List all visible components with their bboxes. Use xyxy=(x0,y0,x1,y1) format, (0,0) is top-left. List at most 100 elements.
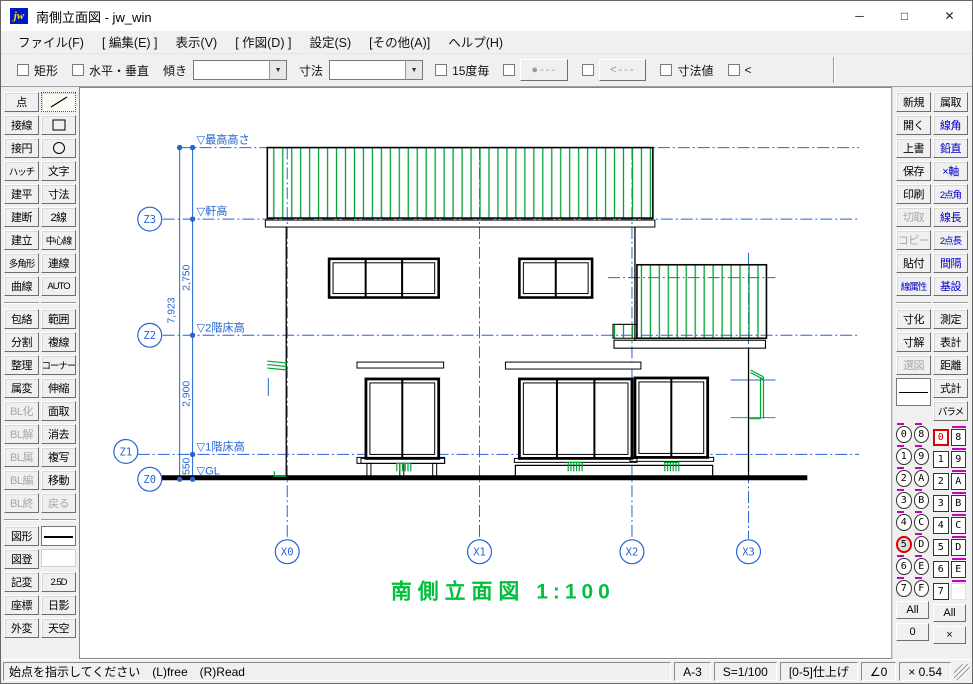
menu-other[interactable]: [その他(A)] xyxy=(369,36,431,50)
btn-formula-calc[interactable]: 式計 xyxy=(933,378,968,398)
tool-line[interactable] xyxy=(41,92,76,112)
tool-kihen[interactable]: 記変 xyxy=(4,572,39,592)
tool-auto[interactable]: AUTO xyxy=(41,276,76,296)
layer-name-cell[interactable]: [0-5]仕上げ xyxy=(779,662,858,681)
group-b[interactable]: B xyxy=(913,489,929,509)
resize-grip[interactable] xyxy=(954,663,970,680)
dimension-combobox[interactable]: ▼ xyxy=(329,60,424,80)
tool-divide[interactable]: 分割 xyxy=(4,332,39,352)
menu-draw[interactable]: [ 作図(D) ] xyxy=(235,36,292,50)
btn-open[interactable]: 開く xyxy=(896,115,931,135)
maximize-button[interactable]: □ xyxy=(900,9,909,23)
menu-file[interactable]: ファイル(F) xyxy=(18,36,84,50)
scale-cell[interactable]: S=1/100 xyxy=(713,662,777,681)
btn-print[interactable]: 印刷 xyxy=(896,184,931,204)
layer-4[interactable]: 4 xyxy=(933,517,949,534)
btn-table-calc[interactable]: 表計 xyxy=(933,332,968,352)
layer-0-selected[interactable]: 0 xyxy=(933,429,949,446)
tool-zutou[interactable]: 図登 xyxy=(4,549,39,569)
btn-line-angle[interactable]: 線角 xyxy=(933,115,968,135)
group-7[interactable]: 7 xyxy=(896,577,912,597)
btn-interval[interactable]: 間隔 xyxy=(933,253,968,273)
layer-3[interactable]: 3 xyxy=(933,495,949,512)
layer-f[interactable] xyxy=(950,580,966,600)
layer-e[interactable]: E xyxy=(950,558,966,578)
tool-rectangle[interactable] xyxy=(41,115,76,135)
dimvalue-checkbox[interactable] xyxy=(660,64,673,76)
group-c[interactable]: C xyxy=(913,511,929,531)
tool-curve[interactable]: 曲線 xyxy=(4,276,39,296)
btn-line-length[interactable]: 線長 xyxy=(933,207,968,227)
rect-checkbox[interactable] xyxy=(17,64,29,76)
group-2[interactable]: 2 xyxy=(896,467,912,487)
btn-dim-dissolve[interactable]: 寸解 xyxy=(896,332,931,352)
layer-5[interactable]: 5 xyxy=(933,539,949,556)
menu-edit[interactable]: [ 編集(E) ] xyxy=(101,36,158,50)
btn-distance[interactable]: 距離 xyxy=(933,355,968,375)
paper-size-cell[interactable]: A-3 xyxy=(674,662,711,681)
layer-6[interactable]: 6 xyxy=(933,561,949,578)
btn-overwrite[interactable]: 上書 xyxy=(896,138,931,158)
horizontal-vertical-checkbox[interactable] xyxy=(72,64,85,76)
btn-paste[interactable]: 貼付 xyxy=(896,253,931,273)
tool-houraku[interactable]: 包絡 xyxy=(4,309,39,329)
layer-all-button[interactable]: All xyxy=(933,604,966,622)
layer-8[interactable]: 8 xyxy=(950,426,966,446)
tool-gaihen[interactable]: 外変 xyxy=(4,618,39,638)
group-4[interactable]: 4 xyxy=(896,511,912,531)
btn-parametric[interactable]: パラメ xyxy=(933,401,968,421)
tool-kenpei[interactable]: 建平 xyxy=(4,184,39,204)
tool-tangent-circle[interactable]: 接円 xyxy=(4,138,39,158)
tool-shadow[interactable]: 日影 xyxy=(41,595,76,615)
group-1[interactable]: 1 xyxy=(896,445,912,465)
group-8[interactable]: 8 xyxy=(913,423,929,443)
group-3[interactable]: 3 xyxy=(896,489,912,509)
tool-circle[interactable] xyxy=(41,138,76,158)
tool-2line[interactable]: 2線 xyxy=(41,207,76,227)
group-a[interactable]: A xyxy=(913,467,929,487)
tool-zukei[interactable]: 図形 xyxy=(4,526,39,546)
linetype-preview[interactable] xyxy=(41,526,76,546)
menu-help[interactable]: ヘルプ(H) xyxy=(448,36,504,50)
group-e[interactable]: E xyxy=(913,555,929,575)
btn-attr-get[interactable]: 属取 xyxy=(933,92,968,112)
tool-centerline[interactable]: 中心線 xyxy=(41,230,76,250)
lt-checkbox[interactable] xyxy=(727,64,740,76)
btn-new[interactable]: 新規 xyxy=(896,92,931,112)
tool-polygon[interactable]: 多角形 xyxy=(4,253,39,273)
layer-1[interactable]: 1 xyxy=(933,451,949,468)
layer-b[interactable]: B xyxy=(950,492,966,512)
dot-line-checkbox[interactable] xyxy=(503,64,516,76)
tool-erase[interactable]: 消去 xyxy=(41,424,76,444)
tool-tangent-line[interactable]: 接線 xyxy=(4,115,39,135)
tool-point[interactable]: 点 xyxy=(4,92,39,112)
btn-2pt-angle[interactable]: 2点角 xyxy=(933,184,968,204)
layer-a[interactable]: A xyxy=(950,470,966,490)
layer-x-button[interactable]: × xyxy=(933,626,966,644)
group-f[interactable]: F xyxy=(913,577,929,597)
tool-extend[interactable]: 伸縮 xyxy=(41,378,76,398)
btn-save[interactable]: 保存 xyxy=(896,161,931,181)
group-6[interactable]: 6 xyxy=(896,555,912,575)
tool-seiri[interactable]: 整理 xyxy=(4,355,39,375)
tool-copy[interactable]: 複写 xyxy=(41,447,76,467)
tool-renline[interactable]: 連線 xyxy=(41,253,76,273)
slope-dropdown-icon[interactable]: ▼ xyxy=(269,61,287,79)
tool-move[interactable]: 移動 xyxy=(41,470,76,490)
tool-coords[interactable]: 座標 xyxy=(4,595,39,615)
layer-d[interactable]: D xyxy=(950,536,966,556)
tool-attr-change[interactable]: 属変 xyxy=(4,378,39,398)
line-style-preview[interactable] xyxy=(896,378,931,406)
tool-kendan[interactable]: 建断 xyxy=(4,207,39,227)
tool-corner[interactable]: コーナー xyxy=(41,355,76,375)
deg15-checkbox[interactable] xyxy=(435,64,448,76)
tool-range[interactable]: 範囲 xyxy=(41,309,76,329)
group-0[interactable]: 0 xyxy=(896,423,912,443)
tool-25d[interactable]: 2.5D xyxy=(41,572,76,592)
angle-cell[interactable]: ∠0 xyxy=(860,662,897,681)
tool-hatch[interactable]: ハッチ xyxy=(4,161,39,181)
layer-9[interactable]: 9 xyxy=(950,448,966,468)
btn-2pt-length[interactable]: 2点長 xyxy=(933,230,968,250)
close-button[interactable]: ✕ xyxy=(944,9,955,23)
tool-text[interactable]: 文字 xyxy=(41,161,76,181)
